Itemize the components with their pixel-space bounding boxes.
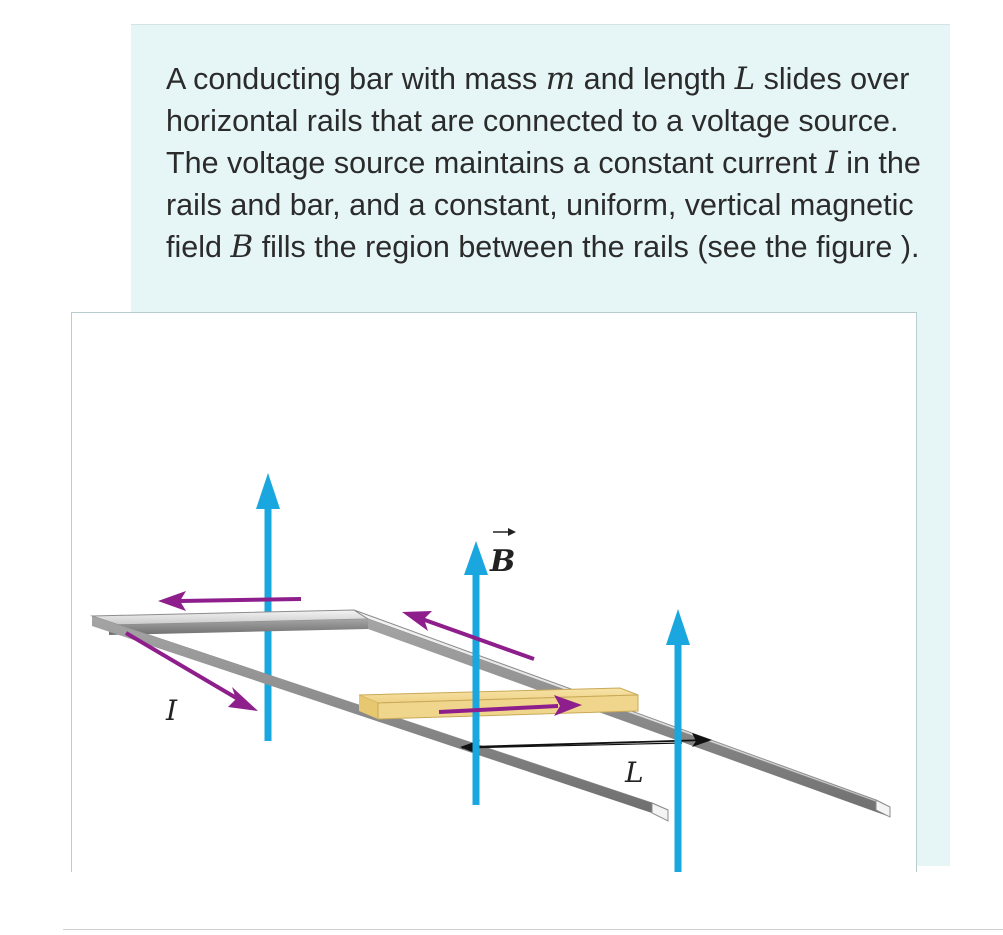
problem-text-2: and length — [575, 62, 735, 96]
current-arrow-left-rail — [124, 631, 258, 711]
current-arrow-bar — [438, 695, 582, 716]
variable-B: B — [230, 229, 254, 265]
problem-text-1: A conducting bar with mass — [166, 62, 546, 96]
field-arrow-middle — [464, 541, 488, 805]
rails-figure: B I L — [90, 473, 891, 872]
current-arrow-back — [158, 591, 302, 611]
variable-L: L — [734, 61, 756, 97]
problem-statement: A conducting bar with mass m and length … — [166, 58, 926, 268]
problem-text-4: in the rails and bar, and a constant, un… — [166, 146, 921, 264]
problem-text-5: fills the region between the rails (see … — [253, 230, 920, 264]
label-B-text: B — [489, 544, 515, 579]
figure-frame: B I L — [71, 312, 917, 872]
field-arrow-right — [666, 609, 690, 872]
label-L: L — [624, 756, 644, 789]
bottom-divider — [63, 929, 1003, 930]
label-I: I — [165, 694, 178, 727]
conducting-bar — [358, 687, 639, 720]
label-B: B — [489, 528, 516, 579]
problem-text-3: slides over horizontal rails that are co… — [166, 62, 910, 180]
variable-I: I — [825, 145, 838, 181]
variable-m: m — [545, 61, 576, 97]
field-arrow-left — [256, 473, 280, 741]
current-arrow-right-rail — [402, 611, 535, 661]
